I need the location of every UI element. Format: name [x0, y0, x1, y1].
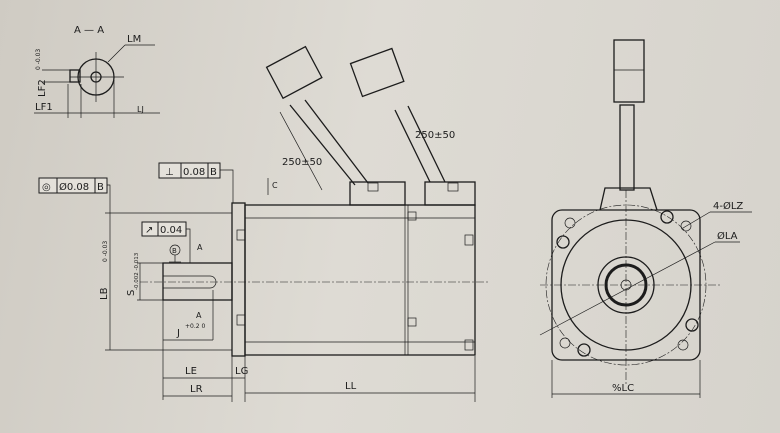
- encoder-cable: [394, 105, 446, 183]
- section-title: A — A: [74, 25, 104, 36]
- datum-b: B: [172, 247, 177, 255]
- lz-label: 4-ØLZ: [713, 200, 743, 212]
- svg-text:0.04: 0.04: [160, 225, 182, 236]
- side-view: LB 0 -0.03 S -0.002 -0.013 B A A J +0.2 …: [99, 45, 490, 402]
- svg-text:⊥: ⊥: [165, 167, 174, 178]
- ll-label: LL: [345, 381, 357, 392]
- lr-label: LR: [190, 384, 203, 395]
- lf2-tolerance: 0 -0.03: [35, 49, 42, 70]
- shaft: [162, 262, 233, 301]
- lf1-label: LF1: [35, 102, 53, 113]
- power-plug: [265, 45, 323, 100]
- front-plug: [613, 39, 645, 103]
- svg-text:A: A: [196, 311, 202, 320]
- svg-text:-0.002 -0.013: -0.002 -0.013: [134, 252, 140, 290]
- s-label: S: [126, 290, 137, 296]
- svg-text:B: B: [210, 167, 217, 178]
- svg-text:0.08: 0.08: [183, 167, 205, 178]
- gdt-perpendicularity: ⊥ 0.08 B: [158, 162, 234, 203]
- svg-text:+0.2 0: +0.2 0: [185, 323, 205, 330]
- encoder-plug: [349, 47, 405, 98]
- svg-text:◎: ◎: [42, 182, 51, 193]
- svg-text:Ø0.08: Ø0.08: [59, 181, 89, 193]
- gdt-concentricity: ◎ Ø0.08 B: [38, 177, 111, 213]
- front-view: 4-ØLZ ØLA %LC: [539, 39, 752, 398]
- lm-label: LM: [127, 34, 141, 45]
- section-a-a: A — A LM LF2 0 -0.03 LF1 LJ: [34, 25, 160, 118]
- power-cable: [289, 99, 369, 186]
- power-connector: [349, 181, 406, 206]
- svg-text:C: C: [272, 181, 278, 190]
- front-cable: [619, 104, 635, 191]
- cable1-length: 250±50: [282, 157, 322, 168]
- lb-label: LB: [99, 287, 110, 300]
- svg-text:A: A: [197, 243, 203, 252]
- lj-label: LJ: [137, 105, 144, 114]
- flange: [231, 202, 246, 357]
- svg-text:↗: ↗: [145, 225, 153, 236]
- j-label: J: [176, 328, 180, 339]
- svg-text:0 -0.03: 0 -0.03: [102, 241, 109, 262]
- encoder-connector: [424, 181, 476, 206]
- le-label: LE: [185, 366, 197, 377]
- lc-label: %LC: [612, 383, 634, 394]
- svg-text:B: B: [97, 182, 104, 193]
- motor-body: [244, 204, 476, 356]
- lg-label: LG: [235, 366, 248, 377]
- la-label: ØLA: [717, 230, 738, 242]
- cable2-length: 250±50: [415, 130, 455, 141]
- gdt-runout: ↗ 0.04: [141, 221, 191, 263]
- lf2-label: LF2: [37, 79, 48, 97]
